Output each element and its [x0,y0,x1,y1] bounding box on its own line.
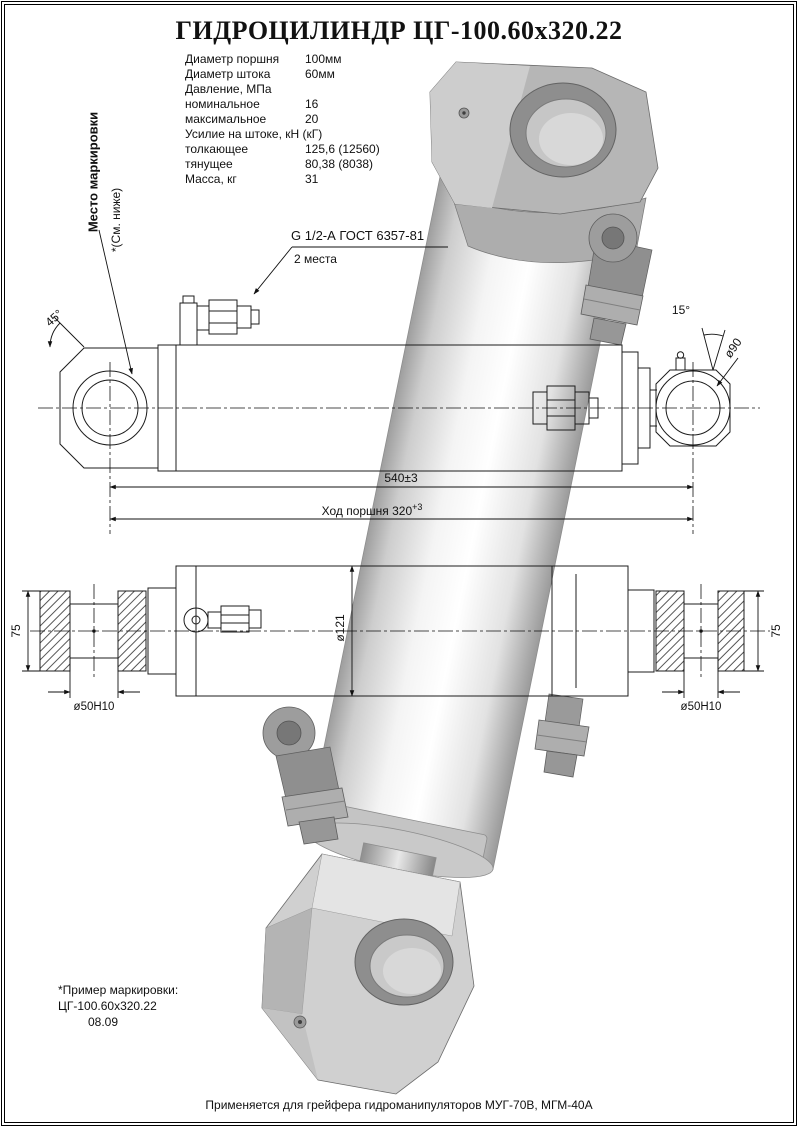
spec-label: толкающее [185,142,249,156]
spec-value: 60мм [305,67,335,81]
drawing-title: ГИДРОЦИЛИНДР ЦГ-100.60х320.22 [175,16,623,45]
label-places: 2 места [294,252,337,266]
marking-example-line1: *Пример маркировки: [58,983,179,997]
spec-label: Диаметр штока [185,67,271,81]
label-see-below: *(См. ниже) [109,187,123,253]
spec-label: максимальное [185,112,267,126]
arc-45 [47,322,61,348]
arc-15 [703,333,724,337]
bottom-port-fitting-3d [262,706,349,845]
rod-eye-plate [655,369,731,447]
label-dia-121: ø121 [333,614,347,642]
spec-label: Давление, МПа [185,82,272,96]
leader-thread [253,246,293,295]
spec-row: номинальное 16 [185,97,435,112]
leader-marking [98,229,133,375]
spec-row: Давление, МПа [185,82,435,97]
spec-row: Усилие на штоке, кН (кГ) [185,127,435,142]
spec-value: 80,38 (8038) [305,157,374,171]
spec-value: 100мм [305,52,342,66]
clevis-head-3d [429,61,659,264]
spec-row: Диаметр штока 60мм [185,67,435,82]
spec-value: 20 [305,112,319,126]
label-overall-length: 540±3 [384,471,418,485]
label-pin-dia-left: ø50Н10 [73,701,115,713]
label-thread-spec: G 1/2-А ГОСТ 6357-81 [291,228,425,243]
port-fitting-side [208,299,238,335]
spec-value: 125,6 (12560) [305,142,380,156]
spec-label: номинальное [185,97,260,111]
spec-value: 31 [305,172,319,186]
label-75-left: 75 [9,624,23,638]
top-port-fitting-3d [580,213,653,346]
spec-label: Диаметр поршня [185,52,280,66]
label-marking-place: Место маркировки [85,111,101,233]
isometric-view [261,61,659,1095]
spec-value: 16 [305,97,319,111]
spec-label: тянущее [185,157,233,171]
dimensions [22,229,770,698]
centerlines [30,362,770,678]
label-pin-dia-right: ø50Н10 [680,701,722,713]
marking-example: *Пример маркировки: ЦГ-100.60х320.22 08.… [58,982,178,1030]
label-stroke: Ход поршня 320+3 [322,502,423,518]
label-75-right: 75 [769,624,783,638]
application-note: Применяется для грейфера гидроманипулято… [205,1098,593,1112]
stroke-tolerance: +3 [412,502,423,512]
leader-dia90 [716,357,739,387]
stroke-text: Ход поршня 320 [321,504,413,518]
spec-row: тянущее 80,38 (8038) [185,157,435,172]
label-angle-15: 15° [671,303,691,317]
spec-row: толкающее 125,6 (12560) [185,142,435,157]
spec-label: Усилие на штоке, кН (кГ) [185,127,323,141]
spec-row: максимальное 20 [185,112,435,127]
side-port-fitting-3d [534,693,590,778]
spec-row: Масса, кг 31 [185,172,435,187]
rod-eye-head-3d [261,853,475,1095]
marking-example-line2: ЦГ-100.60х320.22 [58,999,157,1013]
chamfer-extension [53,316,85,348]
spec-row: Диаметр поршня 100мм [185,52,435,67]
spec-label: Масса, кг [185,172,237,186]
marking-example-line3: 08.09 [88,1015,119,1029]
spec-table: Диаметр поршня 100мм Диаметр штока 60мм Да… [185,52,435,187]
